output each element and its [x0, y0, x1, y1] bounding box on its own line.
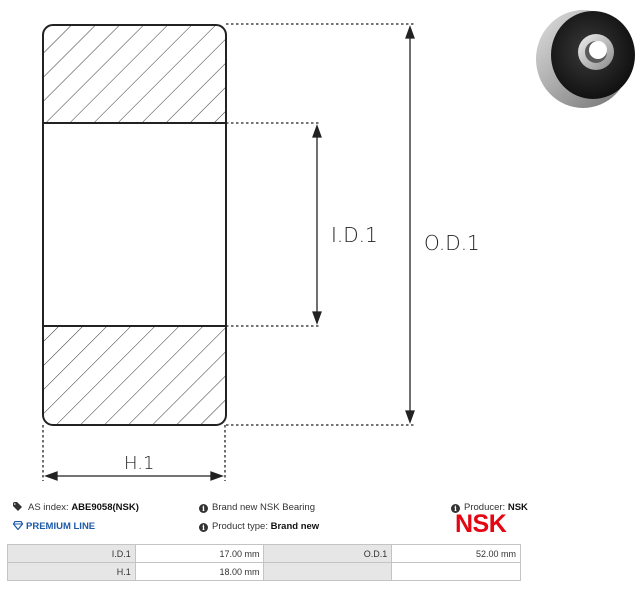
producer-label: Producer:: [464, 502, 506, 513]
product-type-value: Brand new: [270, 521, 320, 532]
hatched-top-section: [43, 25, 226, 123]
id-arrow-bottom: [312, 311, 322, 325]
h-arrow-left: [44, 471, 58, 481]
spec-value-cell: 52.00 mm: [391, 544, 521, 563]
as-index-value: ABE9058(NSK): [71, 502, 139, 513]
id-label: I.D.1: [331, 223, 378, 247]
tag-icon: [13, 502, 22, 511]
spec-value-cell: 18.00 mm: [134, 562, 265, 581]
info-icon: i: [199, 504, 208, 513]
spec-label-cell: I.D.1: [7, 544, 136, 563]
product-type: i Product type: Brand new: [199, 521, 319, 532]
nsk-brand-logo: NSK: [455, 510, 507, 538]
as-index: AS index: ABE9058(NSK): [13, 502, 139, 513]
spec-value-cell: 17.00 mm: [134, 544, 265, 563]
spec-label-cell: H.1: [7, 562, 136, 581]
table-row: H.1 18.00 mm: [7, 562, 521, 581]
h-label: H.1: [124, 453, 154, 474]
spec-value-cell: [391, 562, 521, 581]
premium-line-label: PREMIUM LINE: [26, 521, 96, 532]
diamond-icon: [12, 520, 24, 531]
brand-new-note: i Brand new NSK Bearing: [199, 502, 315, 513]
spec-table: I.D.1 17.00 mm O.D.1 52.00 mm H.1 18.00 …: [7, 544, 521, 581]
h-arrow-right: [210, 471, 224, 481]
od-arrow-bottom: [405, 410, 415, 424]
as-index-label: AS index:: [28, 502, 69, 513]
ball-bearing-photo: [536, 10, 635, 108]
info-icon: i: [451, 504, 460, 513]
od-arrow-top: [405, 25, 415, 39]
id-arrow-top: [312, 124, 322, 138]
spec-label-cell: O.D.1: [263, 544, 393, 563]
premium-line-badge: PREMIUM LINE: [12, 520, 96, 532]
hatched-bottom-section: [43, 326, 226, 425]
product-type-label: Product type:: [212, 521, 268, 532]
brand-new-text: Brand new NSK Bearing: [212, 502, 315, 513]
spec-label-cell: [263, 562, 393, 581]
producer: i Producer: NSK: [451, 502, 528, 513]
bearing-dimension-diagram: I.D.1 O.D.1 H.1: [42, 23, 480, 481]
info-icon: i: [199, 523, 208, 532]
producer-value: NSK: [507, 502, 528, 513]
od-label: O.D.1: [424, 231, 480, 255]
table-row: I.D.1 17.00 mm O.D.1 52.00 mm: [7, 544, 521, 563]
bearing-outline: [42, 24, 227, 426]
